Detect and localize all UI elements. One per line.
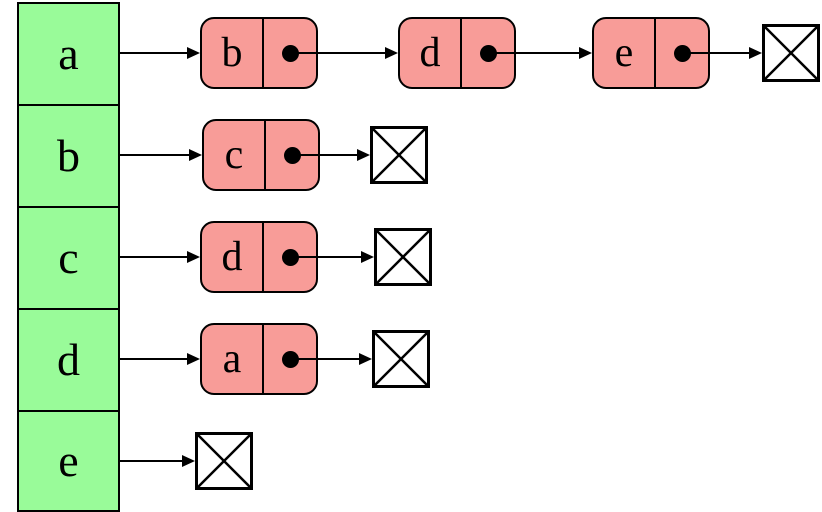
- row-b-arrow-head: [119, 148, 202, 161]
- row-a-node-2: e: [592, 17, 710, 89]
- row-a-null-box: [762, 24, 820, 82]
- array-cell-c-label: c: [58, 232, 79, 283]
- null-cross-icon: [765, 27, 817, 79]
- row-b-node-0-data: c: [204, 121, 264, 189]
- row-d-node-0-data: a: [202, 325, 262, 393]
- row-a-node-1: d: [398, 17, 516, 89]
- row-a-arrow-2: [682, 46, 762, 59]
- null-cross-icon: [373, 129, 425, 181]
- null-cross-icon: [375, 333, 427, 385]
- array-cell-d-label: d: [57, 334, 80, 385]
- row-e-arrow-head: [119, 454, 195, 467]
- row-b-null-box: [370, 126, 428, 184]
- row-a-node-0-label: b: [221, 30, 243, 76]
- row-c-arrow-head: [119, 250, 200, 263]
- array-cell-e-label: e: [58, 435, 79, 486]
- row-a-arrow-head: [119, 46, 200, 59]
- array-cell-b: b: [17, 104, 120, 208]
- row-a-arrow-1: [488, 46, 592, 59]
- array-cell-a-label: a: [58, 28, 79, 79]
- array-cell-b-label: b: [57, 130, 80, 181]
- array-cell-a: a: [17, 2, 120, 106]
- row-d-node-0-label: a: [222, 336, 242, 382]
- row-a-node-0-data: b: [202, 19, 262, 87]
- array-cell-c: c: [17, 206, 120, 310]
- row-d-node-0: a: [200, 323, 318, 395]
- row-a-node-1-data: d: [400, 19, 460, 87]
- row-a-node-2-data: e: [594, 19, 654, 87]
- array-cell-d: d: [17, 308, 120, 412]
- array-cell-e: e: [17, 410, 120, 512]
- null-cross-icon: [377, 231, 429, 283]
- row-a-arrow-0: [290, 46, 398, 59]
- null-cross-icon: [198, 435, 250, 487]
- row-a-node-1-label: d: [419, 30, 441, 76]
- row-a-node-2-label: e: [614, 30, 634, 76]
- row-c-node-0-label: d: [221, 234, 243, 280]
- row-b-node-0-label: c: [224, 132, 244, 178]
- row-d-null-box: [372, 330, 430, 388]
- row-d-arrow-head: [119, 352, 200, 365]
- row-c-arrow-0: [290, 250, 374, 263]
- row-d-arrow-0: [290, 352, 372, 365]
- row-e-null-box: [195, 432, 253, 490]
- row-b-arrow-0: [292, 148, 370, 161]
- row-c-null-box: [374, 228, 432, 286]
- row-c-node-0-data: d: [202, 223, 262, 291]
